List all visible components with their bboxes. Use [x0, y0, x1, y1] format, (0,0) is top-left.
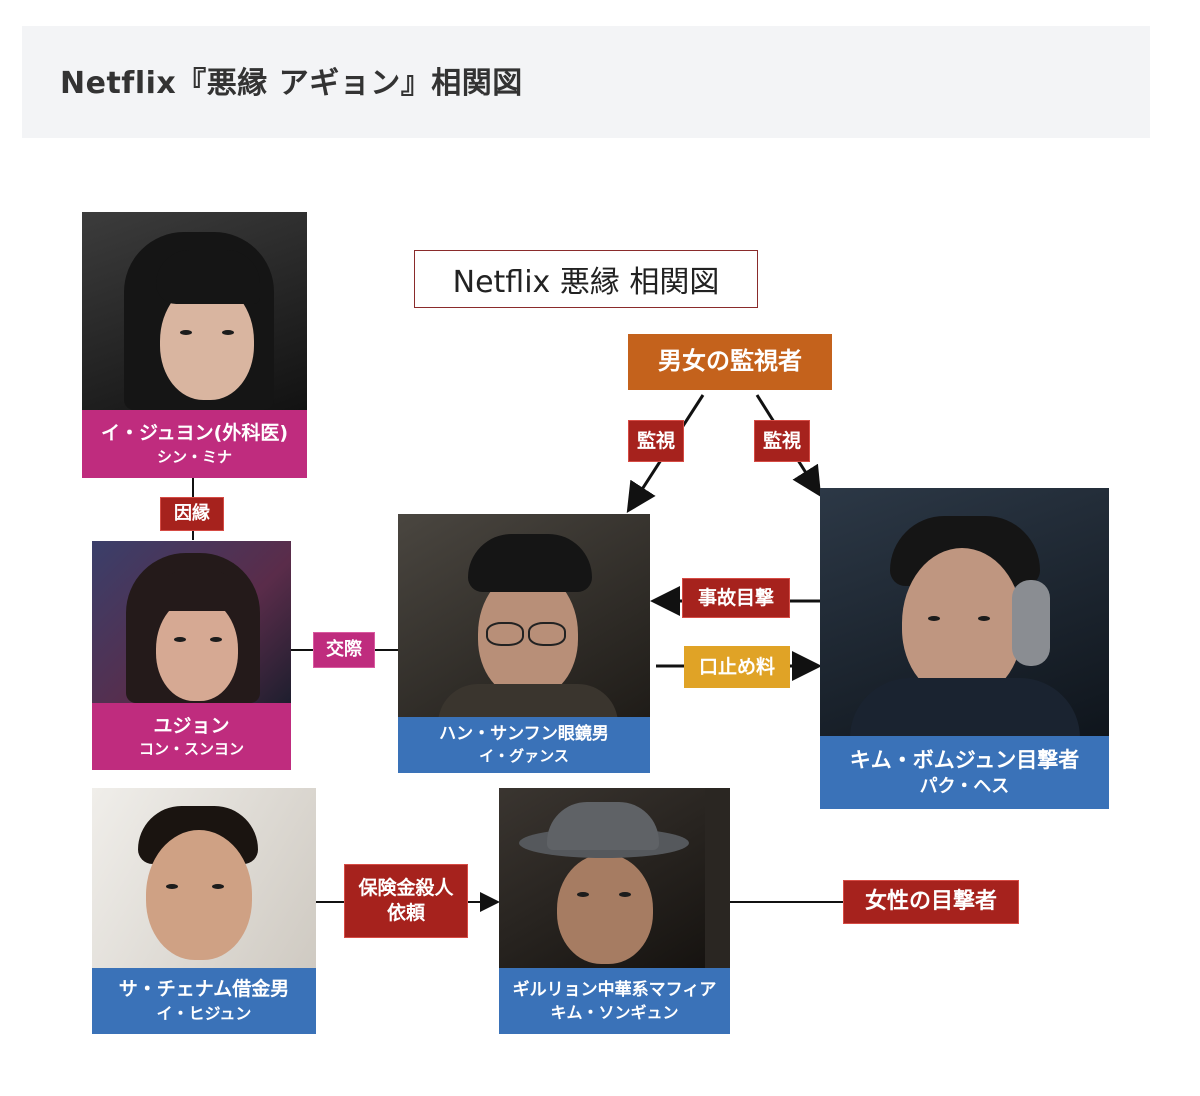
character-card-sang-hoon: ハン・サンフン眼鏡男 イ・グァンス: [398, 514, 650, 773]
insurance-murder-line2: 依頼: [386, 902, 425, 924]
dating-label: 交際: [313, 632, 375, 668]
diagram-title: Netflix 悪縁 相関図: [414, 250, 758, 308]
character-role: ユジョン: [153, 714, 230, 737]
character-photo: [820, 488, 1109, 738]
accident-witness-label: 事故目撃: [682, 578, 790, 618]
character-role: ハン・サンフン眼鏡男: [439, 724, 609, 745]
page-header: Netflix『悪縁 アギョン』相関図: [22, 26, 1150, 138]
watch-right-label: 監視: [754, 420, 810, 462]
character-actor: コン・スンヨン: [138, 740, 244, 759]
character-card-gil-ryong: ギルリョン中華系マフィア キム・ソンギュン: [499, 788, 730, 1034]
character-card-yoo-jeong: ユジョン コン・スンヨン: [92, 541, 291, 770]
fate-label: 因縁: [160, 497, 224, 531]
character-role: キム・ボムジュン目撃者: [849, 748, 1080, 773]
character-card-chae-nam: サ・チェナム借金男 イ・ヒジュン: [92, 788, 316, 1034]
character-role: ギルリョン中華系マフィア: [512, 979, 717, 1000]
character-actor: シン・ミナ: [156, 447, 232, 466]
page-title: Netflix『悪縁 アギョン』相関図: [60, 66, 523, 101]
character-photo: [499, 788, 705, 968]
character-photo: [398, 514, 650, 724]
insurance-murder-line1: 保険金殺人: [358, 877, 454, 900]
character-actor: パク・ヘス: [919, 775, 1010, 797]
character-role: イ・ジュヨン(外科医): [100, 422, 289, 445]
character-card-beom-joon: キム・ボムジュン目撃者 パク・ヘス: [820, 488, 1109, 809]
character-photo: [92, 541, 291, 703]
character-role: サ・チェナム借金男: [118, 978, 290, 1001]
character-photo: [82, 212, 307, 410]
character-photo: [92, 788, 316, 968]
female-witness-label: 女性の目撃者: [843, 880, 1019, 924]
character-actor: イ・ヒジュン: [156, 1004, 252, 1024]
character-actor: イ・グァンス: [479, 747, 569, 766]
character-actor: キム・ソンギュン: [550, 1002, 679, 1022]
group-label-watchers: 男女の監視者: [628, 334, 832, 390]
watch-left-label: 監視: [628, 420, 684, 462]
character-card-joo-yeon: イ・ジュヨン(外科医) シン・ミナ: [82, 212, 307, 478]
insurance-murder-label: 保険金殺人 依頼: [344, 864, 468, 938]
hush-money-label: 口止め料: [684, 646, 790, 688]
